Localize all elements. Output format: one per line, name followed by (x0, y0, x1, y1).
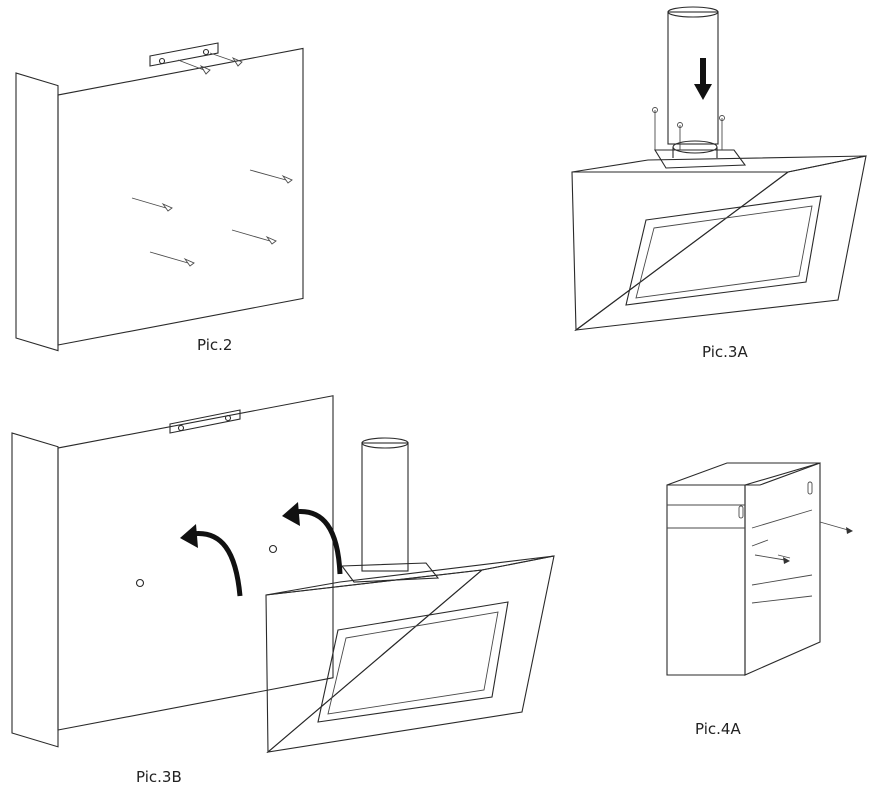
caption-pic3a: Pic.3A (702, 343, 748, 361)
curved-arrow-icon (293, 509, 343, 575)
caption-pic3b: Pic.3B (136, 768, 182, 786)
caption-pic2: Pic.2 (197, 336, 233, 354)
pic4a-chimney-drawing (666, 462, 853, 676)
curved-arrow-icon (191, 531, 243, 597)
pic3b-hang-drawing (11, 395, 555, 754)
pic2-wall-drawing (15, 42, 304, 352)
pic3a-hood-drawing (571, 6, 867, 332)
caption-pic4a: Pic.4A (695, 720, 741, 738)
